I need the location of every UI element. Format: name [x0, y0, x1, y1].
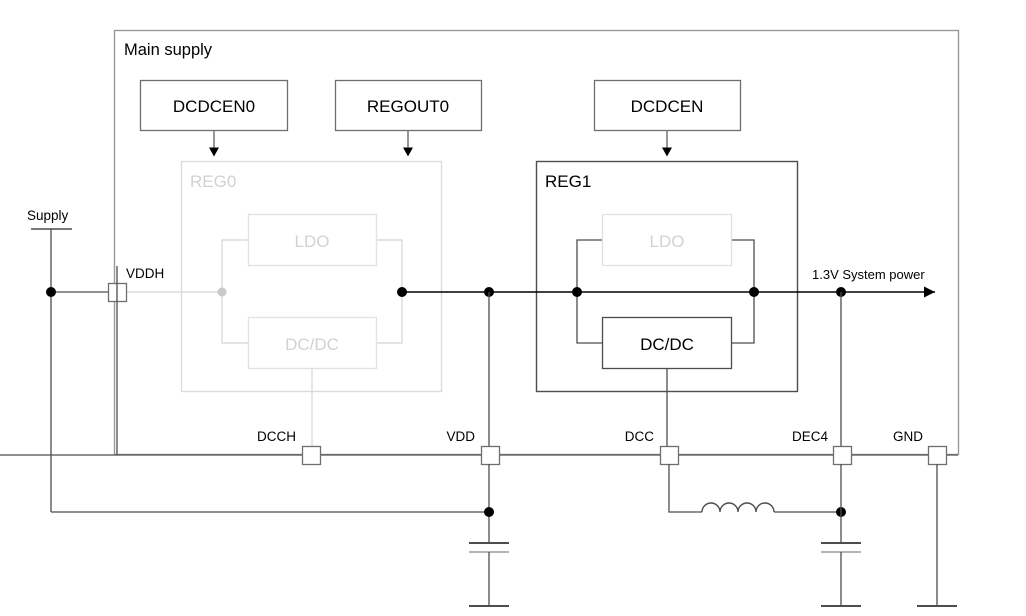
reg1-input-junction-dot: [572, 287, 582, 297]
pin-dec4[interactable]: [832, 445, 853, 466]
pin-gnd[interactable]: [927, 445, 948, 466]
reg0-ldo-label: LDO: [295, 232, 330, 251]
pin-vdd[interactable]: [480, 445, 501, 466]
dcdcen-label: DCDCEN: [631, 97, 704, 116]
reg1-ldo-label: LDO: [650, 232, 685, 251]
dcdcen0-box[interactable]: [139, 79, 289, 132]
reg1-out-ldo-wire: [732, 239, 755, 292]
reg1-in-dcdc-wire: [576, 292, 602, 344]
reg0-out-ldo-wire: [377, 239, 403, 292]
inductor-coil: [701, 502, 775, 513]
pin-dcc[interactable]: [659, 445, 680, 466]
reg0-ldo-box: [247, 213, 378, 267]
reg1-output-junction-dot: [749, 287, 759, 297]
reg1-group: REG1 LDO DC/DC: [535, 160, 799, 446]
dcc-inductor-left-wire: [668, 464, 702, 513]
reg1-ldo-box: [601, 213, 733, 267]
regout0-label: REGOUT0: [367, 97, 449, 116]
system-power-label: 1.3V System power: [812, 267, 925, 282]
reg0-output-junction-dot: [397, 287, 407, 297]
reg0-dcdc-label: DC/DC: [285, 335, 339, 354]
pin-dcc-label: DCC: [625, 429, 654, 444]
pin-vddh-label: VDDH: [126, 266, 164, 281]
reg0-input-junction-dot: [217, 287, 227, 297]
reg0-in-ldo-wire: [221, 239, 248, 292]
pin-dcch[interactable]: [301, 445, 322, 466]
dcdcen-box[interactable]: [593, 79, 742, 132]
reg0-out-dcdc-wire: [377, 292, 403, 344]
main-supply-title: Main supply: [124, 41, 213, 59]
reg1-label: REG1: [545, 172, 591, 191]
reg1-dcdc-label: DC/DC: [640, 335, 694, 354]
reg1-out-dcdc-wire: [732, 292, 755, 344]
vdd-external-junction-dot: [484, 507, 494, 517]
pin-dcch-label: DCCH: [257, 429, 296, 444]
pin-gnd-label: GND: [893, 429, 923, 444]
regout0-box[interactable]: [334, 79, 483, 132]
reg1-in-ldo-wire: [576, 239, 602, 292]
reg0-label: REG0: [190, 172, 236, 191]
supply-label: Supply: [27, 208, 69, 223]
dcdcen0-label: DCDCEN0: [173, 97, 255, 116]
pin-vdd-label: VDD: [446, 429, 475, 444]
pin-dec4-label: DEC4: [792, 429, 829, 444]
reg0-dcdc-box: [247, 316, 378, 370]
reg0-in-dcdc-wire: [221, 292, 248, 344]
supply-junction-dot: [46, 287, 56, 297]
reg1-dcdc-box: [601, 316, 733, 370]
reg0-group: REG0 LDO DC/DC: [126, 160, 443, 446]
